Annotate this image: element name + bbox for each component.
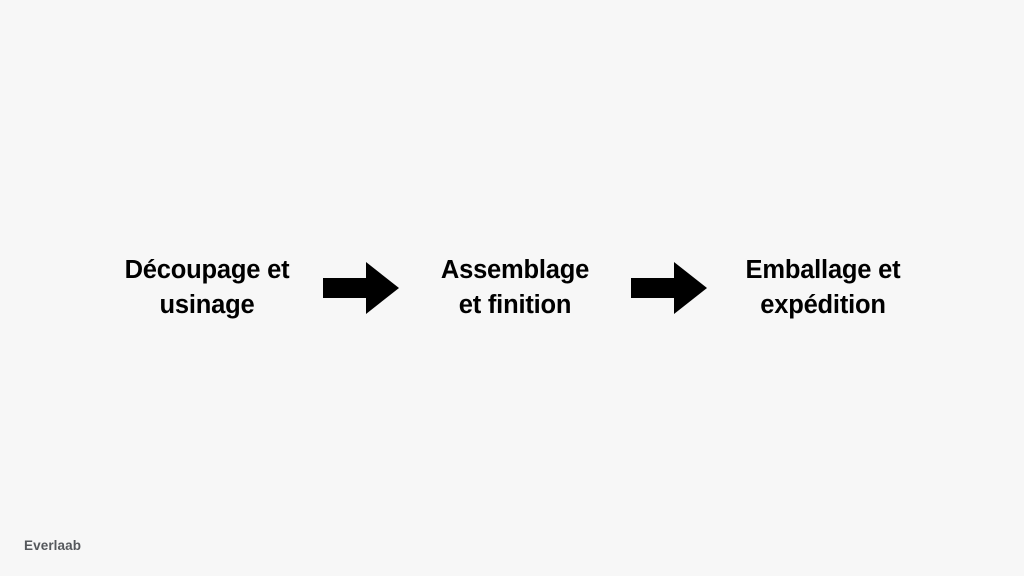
- watermark-label: Everlaab: [24, 538, 82, 553]
- process-flow-row: Découpage et usinage Assemblage et finit…: [103, 253, 927, 323]
- process-connector-2: [618, 262, 720, 314]
- process-step-2: Assemblage et finition: [440, 256, 590, 319]
- process-step-1: Découpage et usinage: [124, 256, 290, 319]
- right-arrow-icon: [631, 262, 707, 314]
- right-arrow-icon: [323, 262, 399, 314]
- process-connector-1: [310, 262, 412, 314]
- process-step-3: Emballage et expédition: [745, 256, 901, 319]
